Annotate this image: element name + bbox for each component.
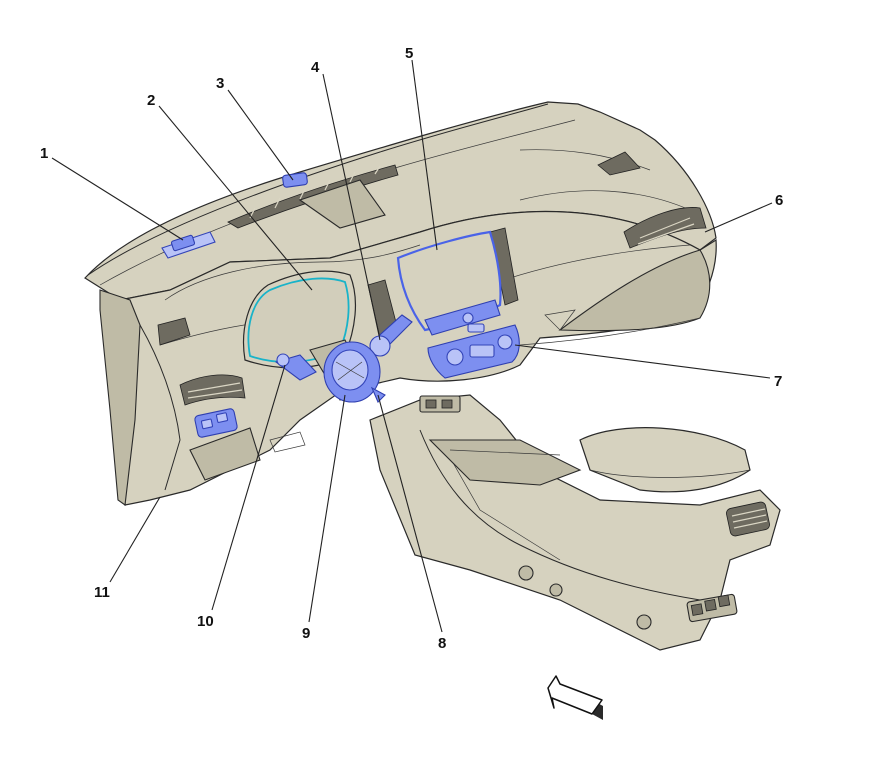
callout-1: 1 bbox=[40, 145, 48, 162]
callout-3: 3 bbox=[216, 75, 224, 92]
callout-7: 7 bbox=[774, 373, 782, 390]
instrument-cluster bbox=[242, 270, 357, 369]
passenger-outer-vent bbox=[623, 207, 707, 249]
upper-vent-housing bbox=[298, 179, 386, 229]
callout-5: 5 bbox=[405, 45, 413, 62]
climate-control-panel bbox=[427, 324, 520, 379]
component-3-sensor bbox=[282, 172, 308, 188]
callout-6: 6 bbox=[775, 192, 783, 209]
callout-8: 8 bbox=[438, 635, 446, 652]
passenger-corner-vent bbox=[597, 151, 641, 176]
leader-lines bbox=[51, 59, 773, 633]
component-1-module bbox=[161, 231, 216, 259]
callout-10: 10 bbox=[197, 613, 214, 630]
callout-labels: 1 2 3 4 5 6 7 8 9 10 11 bbox=[40, 45, 783, 652]
steering-wheel-hub bbox=[323, 341, 386, 403]
forward-arrow-icon bbox=[547, 675, 603, 720]
callout-4: 4 bbox=[311, 59, 320, 76]
knee-bolster bbox=[189, 427, 261, 481]
callout-9: 9 bbox=[302, 625, 310, 642]
component-11-switch bbox=[194, 408, 238, 438]
driver-left-vent bbox=[157, 317, 191, 346]
component-10-stalk bbox=[274, 353, 317, 381]
infotainment-display bbox=[396, 230, 502, 336]
driver-outer-vent bbox=[179, 374, 246, 406]
component-4-stalk bbox=[369, 314, 413, 357]
callout-2: 2 bbox=[147, 92, 155, 109]
callout-11: 11 bbox=[94, 584, 110, 601]
center-console bbox=[369, 394, 781, 651]
